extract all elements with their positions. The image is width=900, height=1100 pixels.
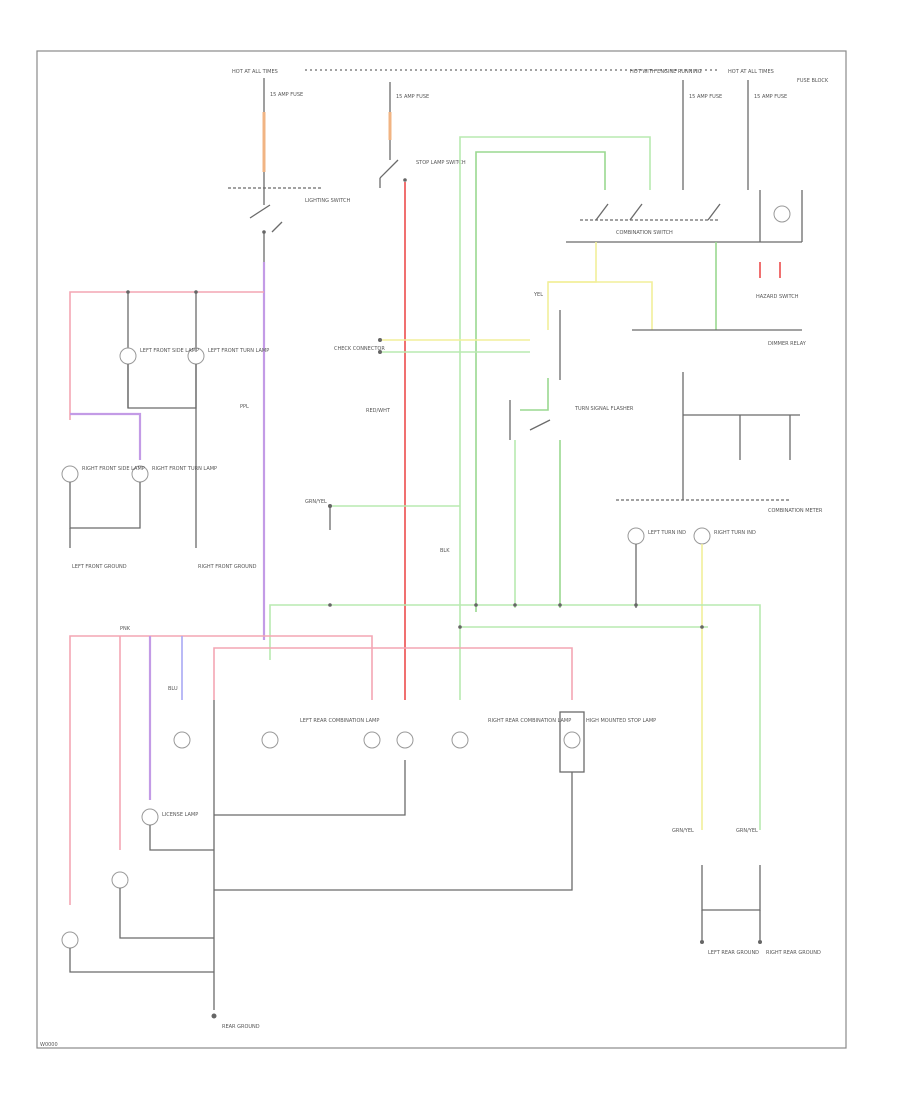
lamp-label-rf-turn: RIGHT FRONT TURN LAMP xyxy=(152,466,217,472)
hazard-switch-label: HAZARD SWITCH xyxy=(756,294,799,300)
lamp-icon xyxy=(61,465,79,483)
lamp-label-lf-turn: LEFT FRONT TURN LAMP xyxy=(208,348,269,354)
lighting-switch-label: LIGHTING SWITCH xyxy=(305,198,350,204)
wire-code-blue: BLU xyxy=(168,686,178,692)
fuse-label-2: 15 AMP FUSE xyxy=(396,94,429,100)
diagram-frame xyxy=(36,50,847,1049)
dimmer-relay-label: DIMMER RELAY xyxy=(768,341,807,347)
front-lamps-lower: RIGHT FRONT SIDE LAMP RIGHT FRONT TURN L… xyxy=(61,408,257,570)
wire-code-purple: PPL xyxy=(240,404,249,410)
combination-switch: COMBINATION SWITCH xyxy=(459,112,803,700)
lamp-icon xyxy=(61,931,79,949)
ground-label-lr: LEFT REAR GROUND xyxy=(708,950,759,956)
ground-label-lf: LEFT FRONT GROUND xyxy=(72,564,127,570)
footer-code: W0000 xyxy=(40,1042,58,1048)
fuse-label-1: 15 AMP FUSE xyxy=(270,92,303,98)
combination-meter: COMBINATION METER LEFT TURN IND RIGHT TU… xyxy=(616,372,823,830)
wire-pink-rear xyxy=(69,635,373,905)
wire-red-rear xyxy=(213,647,573,700)
lamp-label-lr-combo: LEFT REAR COMBINATION LAMP xyxy=(300,718,379,724)
lamp-label-high-stop: HIGH MOUNTED STOP LAMP xyxy=(586,718,656,724)
check-connector-label: CHECK CONNECTOR xyxy=(334,346,385,352)
check-connector: CHECK CONNECTOR xyxy=(334,338,530,354)
indicator-right-label: RIGHT TURN IND xyxy=(714,530,756,536)
ground-label-rear: REAR GROUND xyxy=(222,1024,260,1030)
wire-code-green-r2: GRN/YEL xyxy=(736,828,758,834)
ground-label-rf: RIGHT FRONT GROUND xyxy=(198,564,257,570)
fuse-label-4: 15 AMP FUSE xyxy=(754,94,787,100)
wire-code-green-r1: GRN/YEL xyxy=(672,828,694,834)
turn-signal-flasher: TURN SIGNAL FLASHER xyxy=(509,310,634,608)
stop-lamp-switch: STOP LAMP SWITCH xyxy=(379,140,466,188)
indicator-lamp-icon xyxy=(693,527,711,545)
lamp-label-license: LICENSE LAMP xyxy=(162,812,198,818)
wire-code-green: GRN/YEL xyxy=(305,499,327,505)
stop-switch-label: STOP LAMP SWITCH xyxy=(416,160,466,166)
bus-label-right: HOT AT ALL TIMES xyxy=(728,69,774,75)
fuse-box-label: FUSE BLOCK xyxy=(797,78,829,84)
lamp-label-rr-combo: RIGHT REAR COMBINATION LAMP xyxy=(488,718,571,724)
lamp-icon xyxy=(563,731,581,749)
lamp-icon xyxy=(261,731,279,749)
fuses: 15 AMP FUSE 15 AMP FUSE 15 AMP FUSE 15 A… xyxy=(263,78,829,112)
lamp-icon xyxy=(111,871,129,889)
wire-pink-front xyxy=(69,291,264,420)
lamp-label-lf-side: LEFT FRONT SIDE LAMP xyxy=(140,348,199,354)
lamp-icon xyxy=(173,731,191,749)
lamp-icon xyxy=(363,731,381,749)
combination-switch-label: COMBINATION SWITCH xyxy=(616,230,673,236)
wire-code-pink: PNK xyxy=(120,626,131,632)
left-rear-lamps: LICENSE LAMP REAR GROUND xyxy=(61,808,260,1030)
lamp-label-rf-side: RIGHT FRONT SIDE LAMP xyxy=(82,466,145,472)
rear-lamps-row: LEFT REAR COMBINATION LAMP RIGHT REAR CO… xyxy=(173,700,656,1010)
indicator-lamp-icon xyxy=(627,527,645,545)
flasher-label: TURN SIGNAL FLASHER xyxy=(574,406,634,412)
lamp-icon xyxy=(141,808,159,826)
lighting-switch: LIGHTING SWITCH xyxy=(228,172,350,262)
top-power-bus: HOT AT ALL TIMES HOT WITH ENGINE RUNNING… xyxy=(232,69,774,75)
combination-meter-label: COMBINATION METER xyxy=(768,508,823,514)
dimmer-connector: GRN/YEL xyxy=(305,499,460,530)
right-rear-lamps: GRN/YEL GRN/YEL LEFT REAR GROUND RIGHT R… xyxy=(672,828,821,956)
lamp-icon xyxy=(451,731,469,749)
wire-code-black: BLK xyxy=(440,548,450,554)
lamp-icon xyxy=(119,347,137,365)
indicator-left-label: LEFT TURN IND xyxy=(648,530,686,536)
front-lamps-upper: LEFT FRONT SIDE LAMP LEFT FRONT TURN LAM… xyxy=(119,347,269,409)
lamp-icon xyxy=(396,731,414,749)
hazard-switch: HAZARD SWITCH DIMMER RELAY xyxy=(547,242,807,347)
fuse-label-3: 15 AMP FUSE xyxy=(689,94,722,100)
bus-label-left: HOT AT ALL TIMES xyxy=(232,69,278,75)
wire-code-yellow: YEL xyxy=(533,292,543,298)
bus-label-middle: HOT WITH ENGINE RUNNING xyxy=(630,69,702,75)
ground-label-rr: RIGHT REAR GROUND xyxy=(766,950,821,956)
combination-switch-icon xyxy=(773,205,791,223)
wire-code-red: RED/WHT xyxy=(366,408,391,414)
